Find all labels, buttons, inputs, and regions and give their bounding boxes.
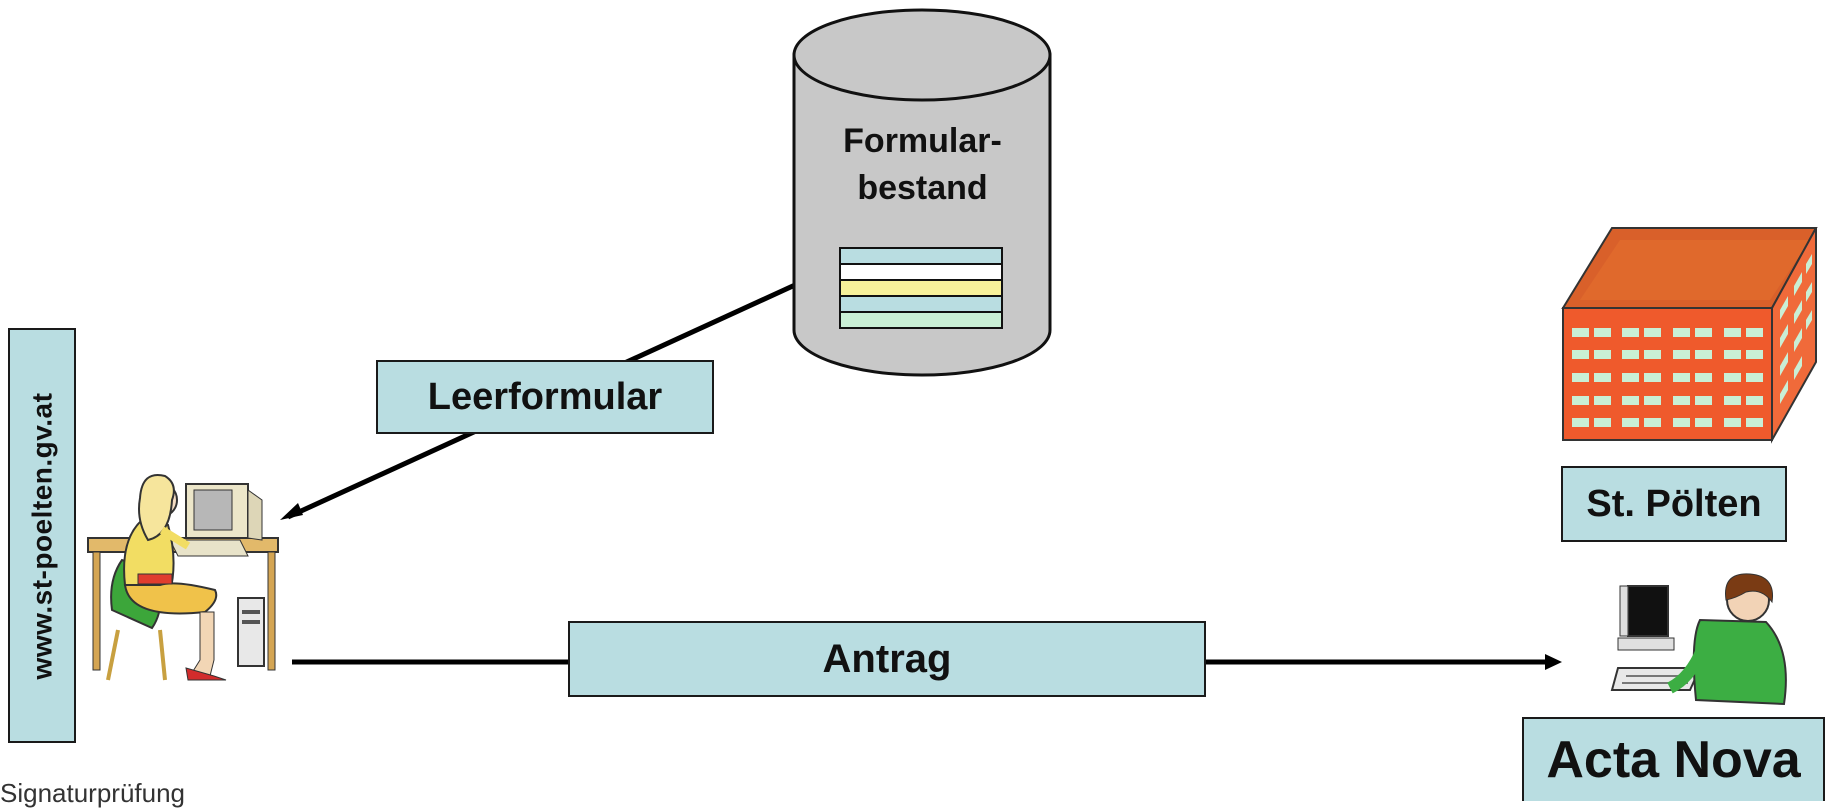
database-cylinder [792,8,1052,377]
city-label: St. Pölten [1561,466,1787,542]
client-url-text: www.st-poelten.gv.at [26,392,58,679]
database-label: Formular- bestand [800,118,1045,212]
database-label-line2: bestand [857,169,988,207]
building-icon [1561,227,1818,444]
footer-text: Signaturprüfung [0,778,186,808]
clerk-at-computer-icon [1610,573,1787,706]
antrag-label: Antrag [568,621,1206,697]
system-label: Acta Nova [1522,717,1825,801]
client-url-label: www.st-poelten.gv.at [8,328,76,743]
antrag-arrowhead [1545,654,1562,670]
leerformular-arrowhead [280,503,303,520]
database-label-line1: Formular- [843,122,1002,160]
form-stack-icon [839,247,1003,329]
user-at-computer-icon [87,474,279,681]
leerformular-label: Leerformular [376,360,714,434]
